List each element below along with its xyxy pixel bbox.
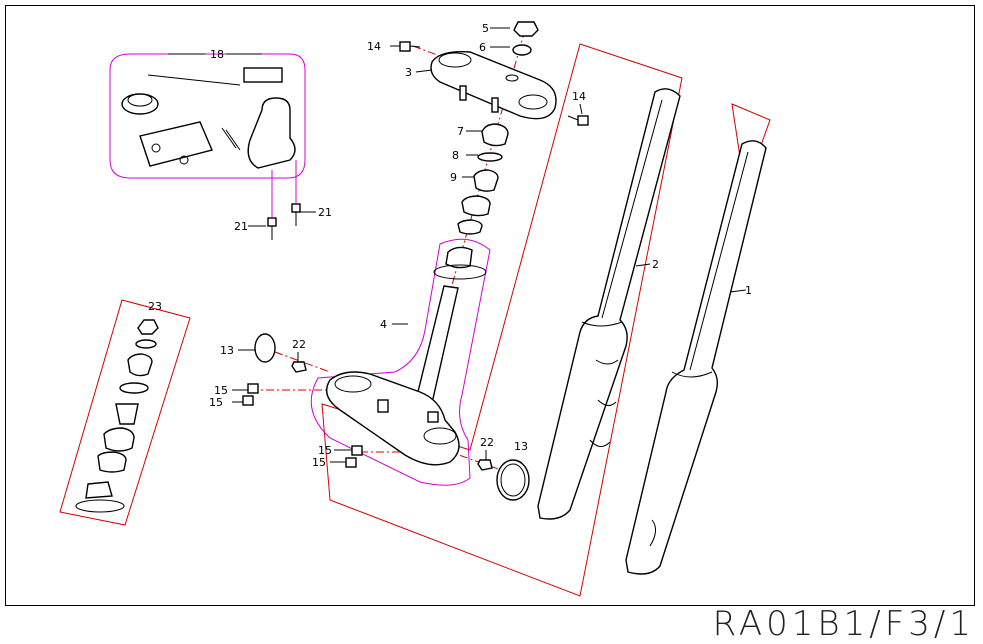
key-set-part xyxy=(121,67,296,169)
bearing-kit-outline xyxy=(59,299,191,526)
key-set-outline xyxy=(109,53,306,179)
callout-21-right: 21 xyxy=(318,206,332,219)
callout-13-right: 13 xyxy=(514,440,528,453)
cap-13-right xyxy=(496,459,530,501)
callout-3: 3 xyxy=(405,66,412,79)
nut-5-part xyxy=(513,21,539,37)
adjust-nut-7-part xyxy=(481,123,509,147)
drawing-code-label: RA01B1/F3/1 xyxy=(712,604,975,644)
bearing-9-part xyxy=(473,169,499,192)
bolt-15-a xyxy=(247,383,259,394)
fork-assembly-outline xyxy=(321,43,683,597)
nut-22-right xyxy=(477,459,493,471)
callout-8: 8 xyxy=(452,149,459,162)
bearing-race-upper xyxy=(457,219,483,235)
callout-15-d: 15 xyxy=(312,456,326,469)
steering-stem-part xyxy=(326,246,487,466)
callout-15-b: 15 xyxy=(209,396,223,409)
fork-leg-1 xyxy=(625,140,767,575)
bolt-15-d xyxy=(345,457,357,468)
callout-14-upper: 14 xyxy=(367,40,381,53)
callout-1: 1 xyxy=(745,284,752,297)
cap13-axis-line xyxy=(274,351,331,373)
bolt-21-right xyxy=(291,160,301,226)
bolt14-axis-line xyxy=(412,45,441,57)
bearing-cup-upper xyxy=(461,195,491,217)
bolt-14-upper xyxy=(399,41,421,52)
nut-22-left xyxy=(291,361,307,373)
callout-14-right: 14 xyxy=(572,90,586,103)
washer-6-part xyxy=(512,44,532,56)
callout-6: 6 xyxy=(479,41,486,54)
callout-22-left: 22 xyxy=(292,338,306,351)
top-bridge-part xyxy=(430,51,557,120)
washer-8-part xyxy=(477,152,503,162)
callout-18: 18 xyxy=(210,48,224,61)
callout-15-c: 15 xyxy=(318,444,332,457)
callout-7: 7 xyxy=(457,125,464,138)
bolt-21-left xyxy=(267,170,277,240)
leader-lines xyxy=(232,27,747,463)
callout-21-left: 21 xyxy=(234,220,248,233)
callout-5: 5 xyxy=(482,22,489,35)
fork-leg-2 xyxy=(537,88,681,520)
steering-stem-outline xyxy=(310,238,491,486)
callout-15-a: 15 xyxy=(214,384,228,397)
callout-22-right: 22 xyxy=(480,436,494,449)
callout-13-left: 13 xyxy=(220,344,234,357)
callout-23: 23 xyxy=(148,300,162,313)
bolt-15-b xyxy=(242,395,254,406)
diagram-frame xyxy=(5,5,975,606)
cap-13-left xyxy=(254,333,276,363)
bearing-kit-part xyxy=(75,319,159,513)
bolt-15-c xyxy=(351,445,363,456)
callout-4: 4 xyxy=(380,318,387,331)
callout-2: 2 xyxy=(652,258,659,271)
bolt-14-right xyxy=(567,115,589,126)
callout-9: 9 xyxy=(450,171,457,184)
